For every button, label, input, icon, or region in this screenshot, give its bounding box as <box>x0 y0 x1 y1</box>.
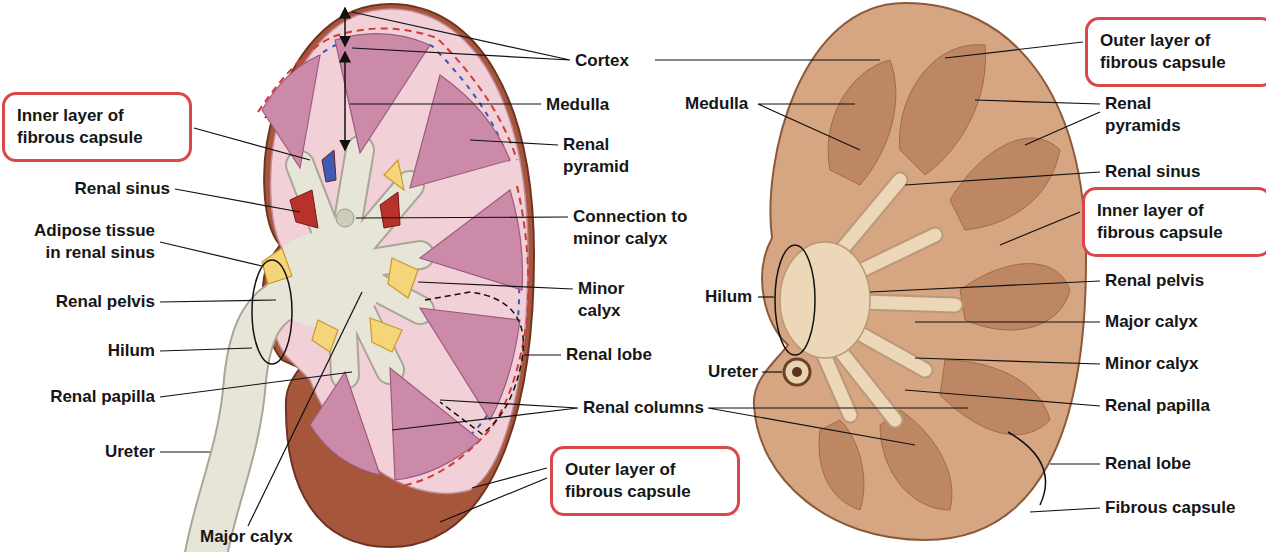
part-label: Major calyx <box>200 526 293 548</box>
hilum-ring <box>775 245 815 355</box>
ureter-lumen <box>792 367 802 377</box>
pelvis-branches <box>205 150 420 552</box>
callout-box: Outer layer of fibrous capsule <box>1085 17 1266 87</box>
part-label: Ureter <box>105 441 155 463</box>
ureter-cross-section <box>784 359 810 385</box>
part-label: Minor calyx <box>1105 353 1199 375</box>
renal-lobe-bracket <box>1008 432 1046 505</box>
part-label: Connection to minor calyx <box>573 206 708 250</box>
callout-box: Inner layer of fibrous capsule <box>1082 187 1266 257</box>
part-label: Renal pyramid <box>563 134 663 178</box>
part-label: Medulla <box>685 93 748 115</box>
part-label: Renal lobe <box>566 344 652 366</box>
part-label: Renal pelvis <box>1105 270 1204 292</box>
medulla-arrow <box>344 52 346 150</box>
part-label: Renal sinus <box>1105 161 1200 183</box>
part-label: Renal papilla <box>1105 395 1210 417</box>
part-label: Renal papilla <box>50 386 155 408</box>
hilum-ring <box>252 260 292 364</box>
callout-text: Outer layer of fibrous capsule <box>1100 30 1260 74</box>
callout-text: Inner layer of fibrous capsule <box>17 105 177 149</box>
part-label: Renal pelvis <box>56 291 155 313</box>
sinus-vessels <box>290 150 400 228</box>
part-label: Hilum <box>705 286 752 308</box>
part-label: Fibrous capsule <box>1105 497 1235 519</box>
adipose-tissue <box>262 160 418 352</box>
part-label: Renal sinus <box>75 178 170 200</box>
calyx-connection <box>336 209 354 227</box>
outer-capsule-surface <box>263 4 534 547</box>
part-label: Ureter <box>708 361 758 383</box>
renal-pyramids <box>262 34 523 480</box>
photo-pelvis <box>780 242 870 358</box>
part-label: Cortex <box>575 50 629 72</box>
callout-text: Inner layer of fibrous capsule <box>1097 200 1257 244</box>
cortex-arrow <box>344 8 346 46</box>
part-label: Medulla <box>546 94 609 116</box>
part-label: Major calyx <box>1105 311 1198 333</box>
leader-lines <box>160 12 1100 526</box>
kidney-section-drawing <box>205 4 534 552</box>
kidney-photo-drawing <box>754 3 1086 540</box>
part-label: Hilum <box>108 340 155 362</box>
renal-pelvis-body <box>267 232 383 328</box>
part-label: Minor calyx <box>578 278 648 322</box>
renal-lobe-outline <box>425 292 523 434</box>
part-label: Renal lobe <box>1105 453 1191 475</box>
callout-box: Inner layer of fibrous capsule <box>2 92 192 162</box>
kidney-photo-outline <box>754 3 1086 540</box>
part-label: Renal pyramids <box>1105 93 1195 137</box>
part-label: Renal columns <box>583 397 704 419</box>
callout-box: Outer layer of fibrous capsule <box>550 446 740 516</box>
part-label: Adipose tissue in renal sinus <box>25 220 155 264</box>
callout-text: Outer layer of fibrous capsule <box>565 459 725 503</box>
